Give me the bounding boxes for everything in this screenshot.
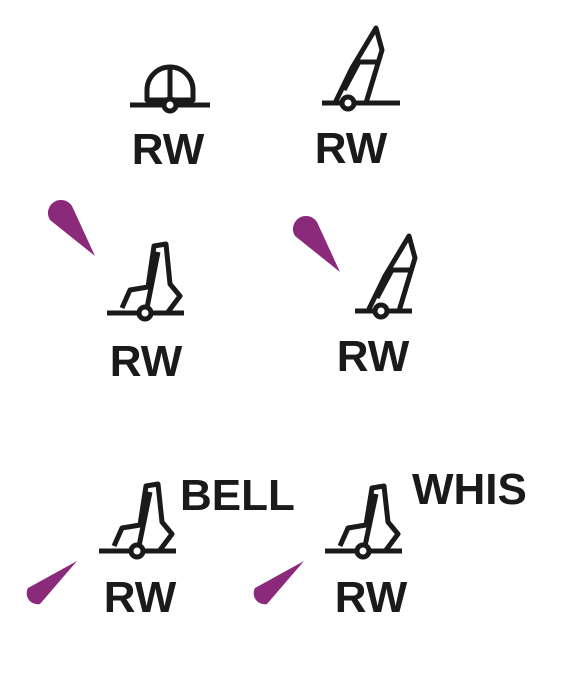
symbol-label: RW [335, 573, 408, 622]
symbol-label: RW [104, 573, 177, 622]
symbol-spar-light-rw: RW [47, 199, 184, 386]
symbol-label: RW [315, 124, 388, 173]
fog-signal-label: WHIS [412, 465, 527, 514]
pillar-buoy-icon [355, 233, 418, 320]
light-flare-icon [47, 199, 95, 256]
spar-buoy-icon [99, 481, 176, 560]
symbol-label: RW [132, 125, 205, 174]
symbol-label: RW [337, 332, 410, 381]
symbol-label: RW [110, 337, 183, 386]
symbol-pillar-rw: RW [315, 25, 400, 173]
pillar-buoy-icon [322, 25, 400, 112]
light-flare-icon [292, 215, 340, 272]
symbol-spar-light-bell-rw: RW BELL [26, 471, 295, 622]
light-flare-icon [253, 561, 304, 605]
symbol-pillar-light-rw: RW [292, 215, 418, 381]
symbol-radio-beacon-rw: RW [130, 64, 210, 174]
light-flare-icon [26, 561, 77, 605]
fog-signal-label: BELL [180, 471, 295, 520]
spar-buoy-icon [107, 241, 184, 322]
radio-beacon-icon [130, 64, 210, 114]
symbol-spar-light-whis-rw: RW WHIS [253, 465, 527, 622]
spar-buoy-icon [325, 483, 402, 560]
